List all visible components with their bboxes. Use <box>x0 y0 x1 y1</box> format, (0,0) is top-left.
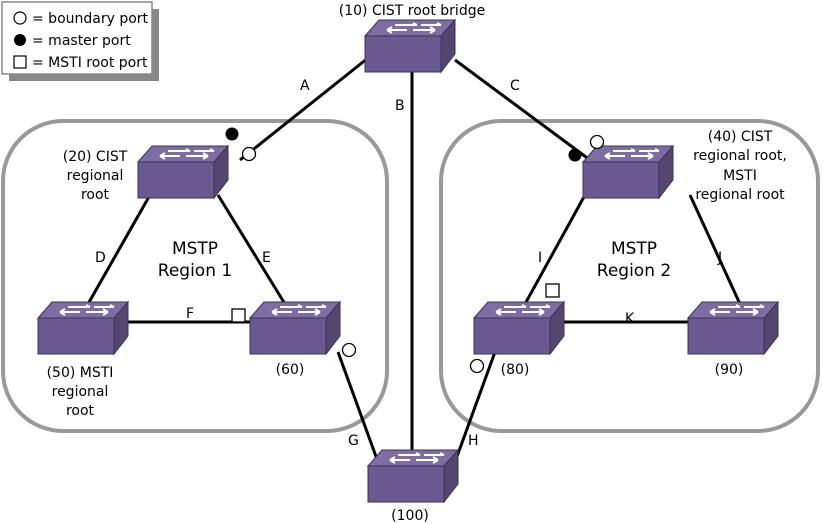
link-label-b: B <box>395 98 405 114</box>
svg-text:(20) CIST: (20) CIST <box>63 149 128 165</box>
region-2-label: MSTP Region 2 <box>597 239 671 281</box>
switch-10 <box>364 19 456 73</box>
switch-40 <box>582 145 674 199</box>
svg-text:regional root: regional root <box>695 187 785 203</box>
region-1-label: MSTP Region 1 <box>158 239 232 281</box>
msti-root-port-marker <box>231 308 246 323</box>
boundary-port-marker <box>241 146 257 162</box>
link-g <box>336 351 380 463</box>
bridge-10-label: (10) CIST root bridge <box>339 3 485 19</box>
boundary-port-marker <box>589 134 605 150</box>
svg-text:root: root <box>81 187 110 203</box>
svg-text:= boundary port: = boundary port <box>32 11 149 27</box>
link-c <box>454 58 591 162</box>
msti-root-port-icon <box>13 55 27 69</box>
svg-text:Region 2: Region 2 <box>597 261 671 281</box>
link-label-c: C <box>510 78 520 94</box>
link-label-f: F <box>186 306 194 322</box>
link-a <box>239 56 369 162</box>
switch-80 <box>473 301 565 355</box>
svg-text:Region 1: Region 1 <box>158 261 232 281</box>
switch-20 <box>137 145 229 199</box>
link-i <box>523 194 587 305</box>
master-port-marker <box>568 148 582 162</box>
link-label-h: H <box>468 433 479 449</box>
msti-root-port-marker <box>545 283 560 298</box>
switch-60 <box>249 301 341 355</box>
link-j <box>688 194 742 305</box>
link-label-a: A <box>300 78 310 94</box>
link-label-i: I <box>538 250 542 266</box>
master-port-icon <box>14 34 26 46</box>
bridge-20-label: (20) CIST regional root <box>63 149 128 203</box>
link-label-d: D <box>95 250 106 266</box>
switch-50 <box>37 301 129 355</box>
master-port-marker <box>225 127 239 141</box>
link-h <box>453 351 497 463</box>
switch-90 <box>687 301 779 355</box>
bridge-100-label: (100) <box>391 508 429 524</box>
boundary-port-marker <box>469 358 485 374</box>
boundary-port-marker <box>341 342 357 358</box>
link-label-j: J <box>717 250 722 266</box>
region-1-border <box>1 119 389 433</box>
bridge-50-label: (50) MSTI regional root <box>47 365 114 419</box>
legend: = boundary port = master port = MSTI roo… <box>1 1 159 81</box>
bridge-90-label: (90) <box>715 362 744 378</box>
switch-100 <box>367 449 459 503</box>
svg-text:MSTI: MSTI <box>723 168 757 184</box>
link-d <box>86 194 152 305</box>
bridge-60-label: (60) <box>276 362 305 378</box>
boundary-port-icon <box>13 11 27 25</box>
svg-text:= master port: = master port <box>32 33 131 49</box>
bridge-80-label: (80) <box>501 362 530 378</box>
svg-text:regional: regional <box>52 384 109 400</box>
svg-text:MSTP: MSTP <box>611 239 657 259</box>
svg-text:= MSTI root port: = MSTI root port <box>32 55 148 71</box>
link-label-k: K <box>625 311 635 327</box>
link-label-g: G <box>348 433 359 449</box>
link-label-e: E <box>262 250 271 266</box>
svg-text:regional root,: regional root, <box>693 148 787 164</box>
svg-text:(40) CIST: (40) CIST <box>708 129 773 145</box>
svg-text:MSTP: MSTP <box>172 239 218 259</box>
bridge-40-label: (40) CIST regional root, MSTI regional r… <box>693 129 787 203</box>
svg-text:root: root <box>66 403 95 419</box>
link-e <box>216 194 287 305</box>
region-2-border <box>439 119 820 433</box>
svg-text:(50) MSTI: (50) MSTI <box>47 365 114 381</box>
svg-text:regional: regional <box>67 168 124 184</box>
